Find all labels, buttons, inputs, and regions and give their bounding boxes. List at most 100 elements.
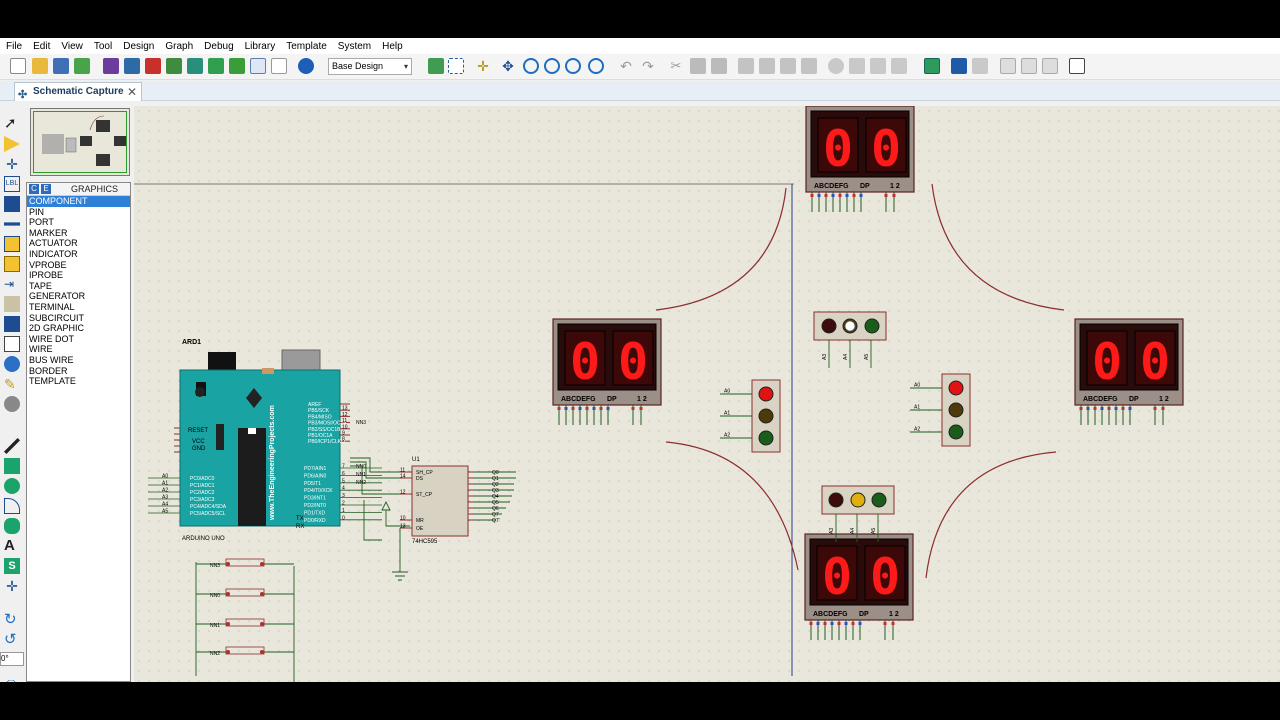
block-copy-icon[interactable] [738,58,754,74]
pcb-icon[interactable] [208,58,224,74]
pick-device-icon[interactable] [828,58,844,74]
pan-icon[interactable]: ✥ [502,58,514,74]
wire-autorouter-icon[interactable] [924,58,940,74]
traffic-light-left[interactable] [751,379,781,453]
copy-icon[interactable] [690,58,706,74]
arduino-uno[interactable]: ARD1 RESET VCC GND www.TheEngineeringPro… [148,339,382,542]
code-icon[interactable] [250,58,266,74]
menu-tool[interactable]: Tool [93,40,113,52]
cut-icon[interactable]: ✂ [670,58,682,73]
chip-icon[interactable] [145,58,161,74]
new-file-icon[interactable] [10,58,26,74]
cost-icon[interactable] [229,58,245,74]
list-item[interactable]: TEMPLATE [29,376,76,387]
marker-icon[interactable]: ✛ [6,578,18,594]
bus-icon[interactable] [4,222,20,226]
list-item[interactable]: GENERATOR [29,291,86,302]
list-item[interactable]: BUS WIRE [29,354,74,365]
decompose-icon[interactable] [891,58,907,74]
origin-icon[interactable]: ✛ [477,58,489,74]
arc-icon[interactable] [4,498,20,514]
menu-view[interactable]: View [61,40,83,52]
list-item[interactable]: VPROBE [29,259,67,270]
edit-badge[interactable]: E [41,184,51,194]
menu-edit[interactable]: Edit [33,40,51,52]
save-icon[interactable] [53,58,69,74]
redo-icon[interactable]: ↷ [642,58,654,74]
component-mode-icon[interactable] [4,136,20,152]
open-folder-icon[interactable] [32,58,48,74]
list-item[interactable]: INDICATOR [29,248,78,259]
block-rotate-icon[interactable] [780,58,796,74]
notes-icon[interactable] [271,58,287,74]
schematic-canvas[interactable]: ARD1 RESET VCC GND www.TheEngineeringPro… [134,106,1280,682]
import-icon[interactable] [74,58,90,74]
search-icon[interactable] [951,58,967,74]
list-item[interactable]: ACTUATOR [29,238,78,249]
component-icon[interactable] [103,58,119,74]
list-item[interactable]: BORDER [29,365,68,376]
overview-window[interactable] [30,108,130,176]
package-icon[interactable] [870,58,886,74]
graph-icon[interactable] [4,296,20,312]
menu-file[interactable]: File [6,40,23,52]
path-icon[interactable] [4,518,20,534]
schematic-drawing[interactable]: ARD1 RESET VCC GND www.TheEngineeringPro… [134,106,1280,682]
block-move-icon[interactable] [759,58,775,74]
terminal-icon[interactable] [4,256,20,272]
traffic-light-bottom[interactable] [821,485,895,515]
menu-help[interactable]: Help [382,40,403,52]
list-item[interactable]: PORT [29,217,54,228]
rotate-cw-icon[interactable]: ↻ [4,611,17,628]
goto-sheet-icon[interactable] [1042,58,1058,74]
zoom-in-icon[interactable] [523,58,539,74]
rotate-ccw-icon[interactable]: ↺ [4,631,17,648]
list-item[interactable]: SUBCIRCUIT [29,312,85,323]
list-item[interactable]: IPROBE [29,270,64,281]
list-item[interactable]: 2D GRAPHIC [29,323,85,334]
pin-icon[interactable]: ⇥ [4,277,15,291]
menu-graph[interactable]: Graph [165,40,194,52]
script-icon[interactable] [1069,58,1085,74]
list-item[interactable]: WIRE [29,344,53,355]
list-item[interactable]: TERMINAL [29,301,75,312]
undo-icon[interactable]: ↶ [620,58,632,74]
generator-icon[interactable] [4,336,20,352]
box-icon[interactable] [4,458,20,474]
rotation-angle-field[interactable]: 0° [0,652,24,666]
wire-label-icon[interactable]: LBL [4,176,20,192]
list-item[interactable]: PIN [29,206,45,217]
list-item[interactable]: WIRE DOT [29,333,74,344]
menu-system[interactable]: System [337,40,372,52]
grid-icon[interactable] [448,58,464,74]
text-script-icon[interactable] [4,196,20,212]
instrument-icon[interactable] [4,396,20,412]
line-icon[interactable] [4,438,20,454]
subcircuit-icon[interactable] [4,236,20,252]
menu-library[interactable]: Library [244,40,276,52]
make-device-icon[interactable] [849,58,865,74]
mirror-horizontal-icon[interactable]: ⇔ [4,672,18,682]
bom-icon[interactable] [187,58,203,74]
remove-sheet-icon[interactable] [1021,58,1037,74]
pencil-icon[interactable]: ✎ [4,376,16,392]
zoom-all-icon[interactable] [565,58,581,74]
text-icon[interactable]: A [4,537,15,554]
tab-schematic-capture[interactable]: ✣ Schematic Capture ✕ [14,82,142,101]
tape-icon[interactable] [4,316,20,332]
circle-icon[interactable] [4,478,20,494]
help-icon[interactable] [298,58,314,74]
junction-icon[interactable]: ✛ [6,156,18,172]
library-badge[interactable]: C [29,184,39,194]
selection-mode-icon[interactable]: ➚ [4,115,17,132]
close-icon[interactable]: ✕ [126,85,137,99]
zoom-area-icon[interactable] [588,58,604,74]
list-item[interactable]: TAPE [29,280,52,291]
list-item[interactable]: COMPONENT [27,196,130,207]
